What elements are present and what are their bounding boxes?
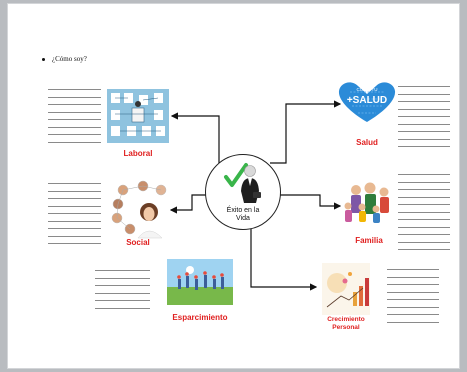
- family-illustration: [344, 182, 389, 223]
- heading-text: ¿Cómo soy?: [52, 55, 87, 63]
- connector-familia: [279, 194, 342, 210]
- center-node: Éxito en la Vida: [205, 154, 281, 230]
- label-social: Social: [126, 238, 150, 247]
- center-label-line1: Éxito en la: [226, 207, 260, 214]
- lines-crecimiento: [387, 269, 439, 329]
- center-label: Éxito en la Vida: [206, 207, 280, 223]
- lines-salud: [398, 86, 450, 154]
- label-crecimiento-line2: Personal: [332, 324, 360, 331]
- center-label-line2: Vida: [236, 215, 250, 222]
- connector-crecimiento: [250, 229, 318, 291]
- connector-laboral: [170, 112, 220, 163]
- label-familia: Familia: [355, 236, 383, 245]
- salud-logo-main: +SALUD: [347, 95, 387, 106]
- lines-laboral: [48, 89, 101, 149]
- salud-logo-top: CUIDA TU: [357, 87, 378, 92]
- social-network-illustration: [111, 180, 167, 239]
- office-team-illustration: [107, 89, 169, 143]
- label-laboral: Laboral: [123, 149, 153, 158]
- businessman-checkmark-icon: [224, 163, 261, 203]
- label-crecimiento-line1: Crecimiento: [327, 316, 365, 323]
- recreation-photo: [167, 259, 233, 305]
- personal-growth-illustration: [322, 263, 370, 315]
- connector-social: [169, 194, 206, 214]
- label-crecimiento-personal: Crecimiento Personal: [318, 316, 374, 332]
- connector-salud: [270, 100, 342, 164]
- lines-familia: [398, 174, 450, 257]
- health-heart-logo: CUIDA TU +SALUD: [338, 82, 396, 122]
- label-salud: Salud: [356, 138, 378, 147]
- heading: ¿Cómo soy?: [42, 55, 87, 63]
- lines-esparcimiento: [95, 270, 150, 315]
- bullet-dot: [42, 57, 45, 61]
- lines-social: [48, 183, 101, 251]
- label-esparcimiento: Esparcimiento: [172, 313, 228, 322]
